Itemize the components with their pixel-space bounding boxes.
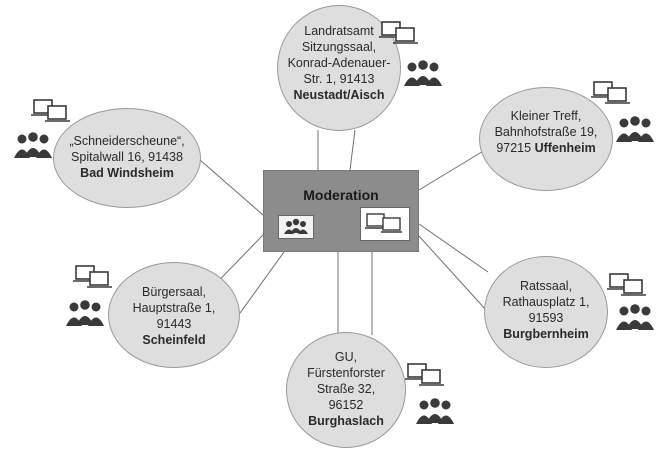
node-neustadt: Landratsamt Sitzungssaal, Konrad-Adenaue… (277, 5, 401, 131)
node-burghaslach-city: Burghaslach (308, 414, 384, 428)
node-scheinfeld-line-3: 91443 (156, 317, 192, 331)
node-scheinfeld-line-1: Bürgersaal, (142, 285, 206, 299)
node-burghaslach-line-1: GU, (334, 350, 358, 364)
edge-scheinfeld (234, 251, 285, 321)
node-burgbernheim-line-2: Rathausplatz 1, (502, 295, 590, 309)
node-burgbernheim-line-3: 91593 (528, 311, 564, 325)
node-burghaslach-line-2: Fürstenforster (307, 366, 385, 380)
edge-burgbernheim-b (418, 223, 489, 273)
node-neustadt-line-4: Str. 1, 91413 (303, 72, 375, 86)
node-neustadt-city: Neustadt/Aisch (293, 88, 385, 102)
node-uffenheim-line-1: Kleiner Treff, (510, 109, 582, 123)
node-burghaslach-line-4: 96152 (328, 398, 364, 412)
moderation-title: Moderation (303, 187, 379, 203)
node-uffenheim-city: Uffenheim (534, 141, 596, 155)
node-uffenheim: Kleiner Treff, Bahnhofstraße 19, 97215 U… (479, 87, 613, 191)
edge-uffenheim (418, 149, 486, 191)
node-burghaslach: GU, Fürstenforster Straße 32, 96152 Burg… (286, 332, 406, 448)
node-bad-windsheim-line-2: Spitalwall 16, 91438 (71, 150, 183, 164)
node-scheinfeld-city: Scheinfeld (142, 333, 206, 347)
node-uffenheim-line-3: 97215 (496, 141, 532, 155)
node-burghaslach-line-3: Straße 32, (316, 382, 376, 396)
node-uffenheim-line-2: Bahnhofstraße 19, (494, 125, 598, 139)
node-neustadt-line-3: Konrad-Adenauer- (287, 56, 391, 70)
moderation-laptops-icon (360, 207, 410, 241)
node-burgbernheim-line-1: Ratssaal, (519, 279, 573, 293)
node-burgbernheim-city: Burgbernheim (503, 327, 589, 341)
edge-neustadt-b (349, 129, 356, 171)
node-scheinfeld-line-2: Hauptstraße 1, (132, 301, 216, 315)
node-bad-windsheim: „Schneiderscheune“, Spitalwall 16, 91438… (53, 108, 201, 208)
moderation-people-icon (278, 215, 314, 239)
node-neustadt-line-2: Sitzungssaal, (301, 40, 377, 54)
node-bad-windsheim-line-1: „Schneiderscheune“, (69, 134, 185, 148)
node-bad-windsheim-city: Bad Windsheim (80, 166, 174, 180)
node-burgbernheim: Ratssaal, Rathausplatz 1, 91593 Burgbern… (484, 256, 608, 368)
node-scheinfeld: Bürgersaal, Hauptstraße 1, 91443 Scheinf… (108, 262, 240, 368)
edge-burgbernheim (418, 235, 487, 311)
node-neustadt-line-1: Landratsamt (304, 24, 374, 38)
